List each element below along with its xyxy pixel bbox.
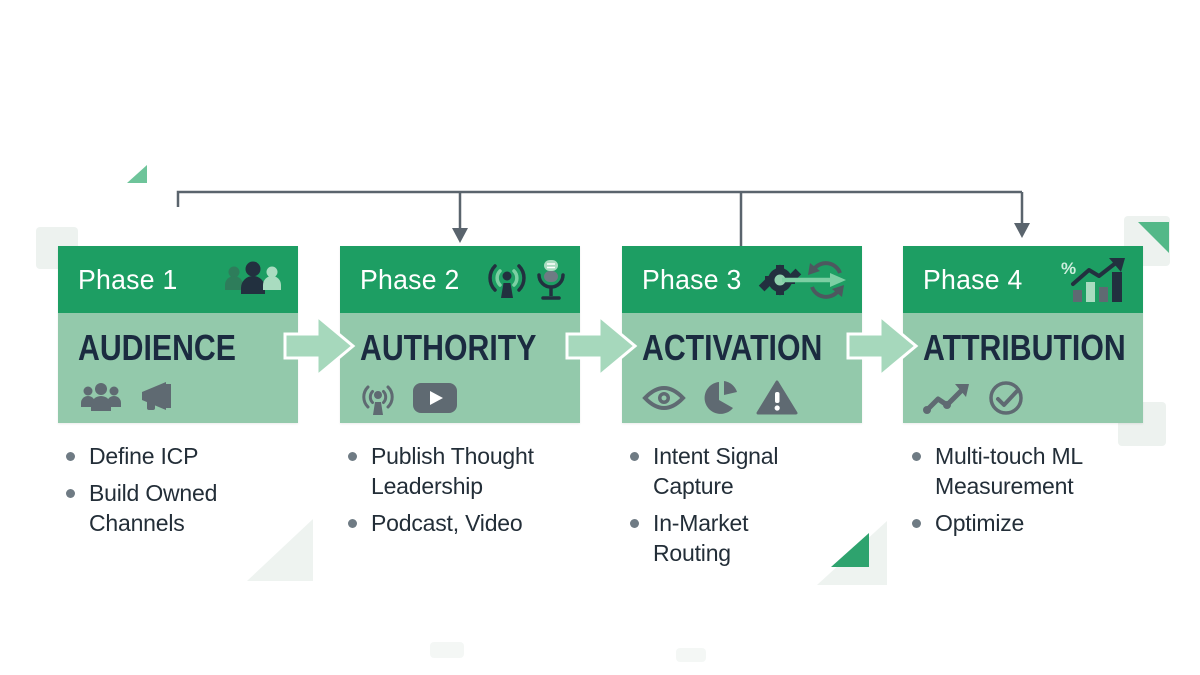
phase-header: Phase 3 (622, 246, 862, 313)
percent-growth-chart-icon: % (1061, 257, 1125, 302)
flow-arrow-icon (846, 313, 919, 379)
people-trio-icon (225, 261, 281, 294)
phase-title: AUDIENCE (78, 327, 236, 368)
bullet-item: Multi-touch ML Measurement (912, 441, 1112, 501)
connector-line (176, 190, 1030, 247)
podcast-icon (362, 385, 394, 415)
triangle-accent-icon (1138, 222, 1169, 253)
bullet-item: Build Owned Channels (66, 478, 266, 538)
phase-header: Phase 2 (340, 246, 580, 313)
bullet-dot (66, 452, 75, 461)
check-circle-icon (989, 381, 1023, 415)
gear-arrow-icon (758, 260, 846, 299)
phase-band: AUTHORITY (340, 313, 580, 423)
youtube-play-icon (413, 383, 457, 413)
arrow-down-icon (452, 228, 468, 243)
pie-chart-icon (704, 381, 737, 414)
sync-icon (808, 260, 844, 299)
phase-band: ATTRIBUTION (903, 313, 1143, 423)
phase-card-authority: Phase 2 (340, 246, 580, 423)
triangle-accent-icon (817, 521, 887, 585)
bullet-list-authority: Publish Thought Leadership Podcast, Vide… (348, 441, 548, 545)
phase-band: AUDIENCE (58, 313, 298, 423)
bullet-dot (630, 452, 639, 461)
megaphone-icon (142, 382, 171, 410)
phase-title: AUTHORITY (360, 327, 537, 368)
bullet-list-attribution: Multi-touch ML Measurement Optimize (912, 441, 1112, 545)
podcast-icon (488, 263, 526, 298)
trend-arrow-icon (923, 384, 969, 414)
phase-card-activation: Phase 3 (622, 246, 862, 423)
triangle-accent-icon (247, 519, 313, 581)
square-accent (676, 648, 706, 662)
bullet-item: Podcast, Video (348, 508, 548, 538)
warning-icon (756, 380, 798, 415)
bullet-dot (912, 452, 921, 461)
phase-card-attribution: Phase 4 % ATTRIBUTION (903, 246, 1143, 423)
microphone-icon (537, 259, 565, 300)
bullet-list-activation: Intent Signal Capture In-Market Routing (630, 441, 830, 575)
gear-icon (758, 263, 802, 296)
triangle-accent-icon (127, 165, 147, 183)
svg-text:%: % (1061, 259, 1076, 278)
phase-label: Phase 3 (642, 263, 742, 295)
bullet-dot (912, 519, 921, 528)
bullet-dot (66, 489, 75, 498)
phase-band: ACTIVATION (622, 313, 862, 423)
bullet-item: Optimize (912, 508, 1112, 538)
bullet-list-audience: Define ICP Build Owned Channels (66, 441, 266, 545)
phase-header: Phase 4 % (903, 246, 1143, 313)
flow-arrow-icon (565, 313, 638, 379)
phase-label: Phase 4 (923, 263, 1023, 295)
phase-label: Phase 2 (360, 263, 460, 295)
bullet-dot (630, 519, 639, 528)
phase-title: ACTIVATION (642, 327, 823, 368)
square-accent (430, 642, 464, 658)
phase-title: ATTRIBUTION (923, 327, 1126, 368)
bullet-item: Define ICP (66, 441, 266, 471)
bullet-item: In-Market Routing (630, 508, 830, 568)
eye-icon (642, 386, 686, 410)
bullet-item: Intent Signal Capture (630, 441, 830, 501)
people-group-icon (81, 383, 121, 411)
bullet-item: Publish Thought Leadership (348, 441, 548, 501)
bullet-dot (348, 452, 357, 461)
phase-header: Phase 1 (58, 246, 298, 313)
arrow-down-icon (1014, 223, 1030, 238)
phase-label: Phase 1 (78, 263, 178, 295)
flow-arrow-icon (283, 313, 356, 379)
bullet-dot (348, 519, 357, 528)
phase-card-audience: Phase 1 AUDIENCE (58, 246, 298, 423)
